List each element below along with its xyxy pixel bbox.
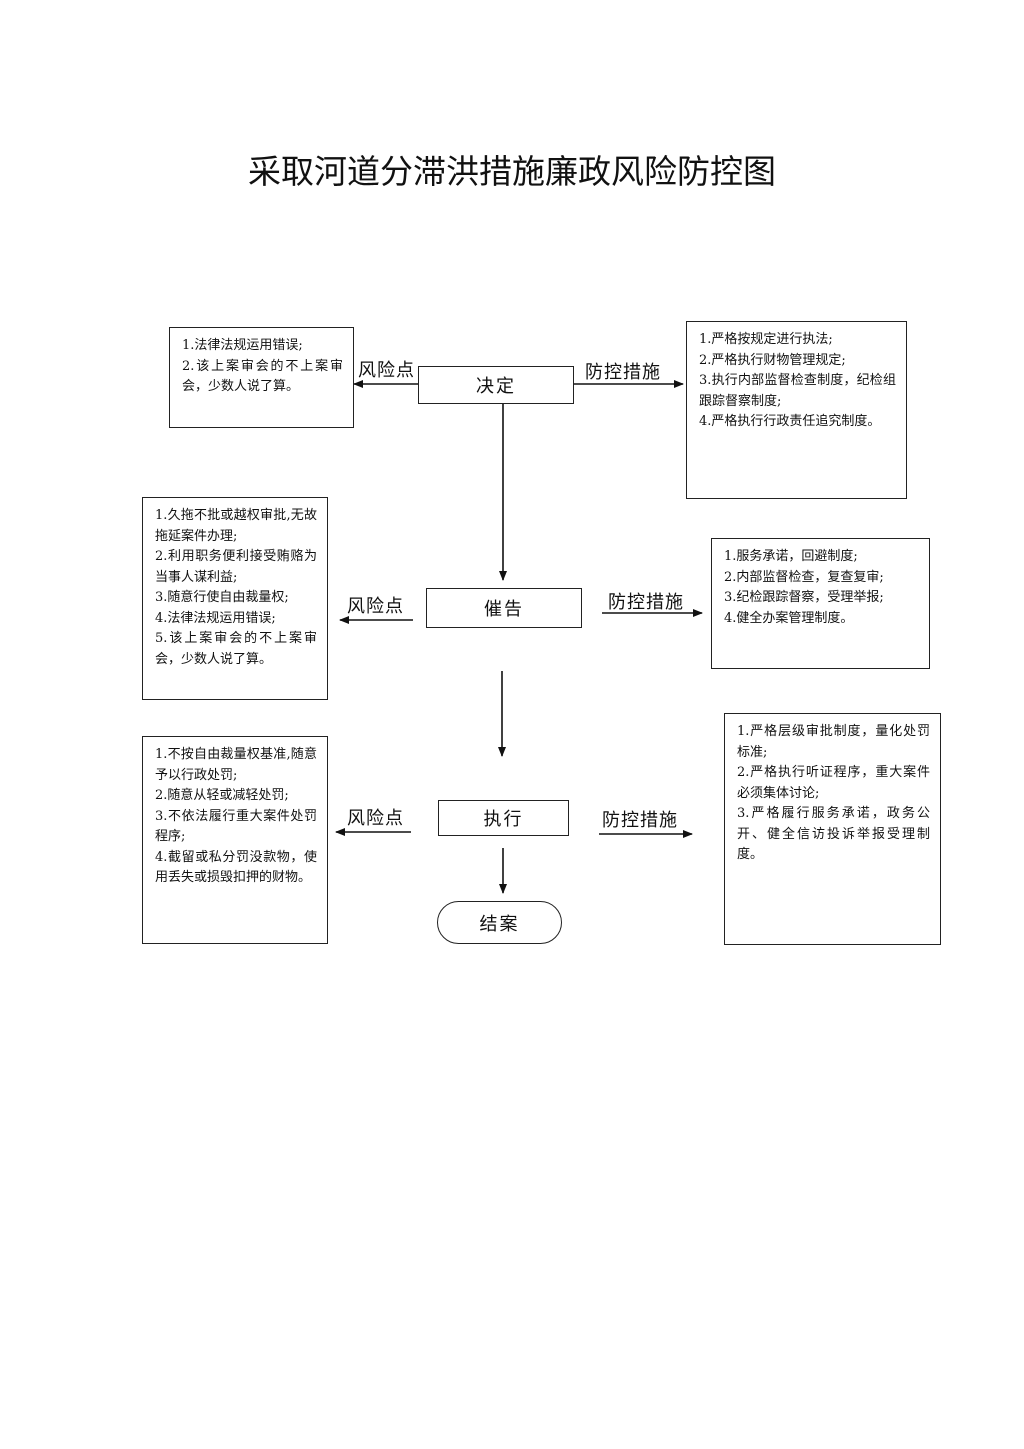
decision-risk-label: 风险点 <box>358 360 415 381</box>
execute-control-box: 1.严格层级审批制度，量化处罚标准; 2.严格执行听证程序，重大案件必须集体讨论… <box>724 713 941 945</box>
urge-control-box: 1.服务承诺，回避制度; 2.内部监督检查，复查复审; 3.纪检跟踪督察，受理举… <box>711 538 930 669</box>
decision-risk-item: 2.该上案审会的不上案审会，少数人说了算。 <box>182 358 343 395</box>
execute-risk-box: 1.不按自由裁量权基准,随意予以行政处罚; 2.随意从轻或减轻处罚; 3.不依法… <box>142 736 328 944</box>
execute-control-label: 防控措施 <box>602 810 678 831</box>
decision-control-box: 1.严格按规定进行执法; 2.严格执行财物管理规定; 3.执行内部监督检查制度，… <box>686 321 907 499</box>
decision-control-item: 2.严格执行财物管理规定; <box>699 352 846 368</box>
urge-risk-box: 1.久拖不批或越权审批,无故拖延案件办理; 2.利用职务便利接受贿赂为当事人谋利… <box>142 497 328 700</box>
urge-control-label: 防控措施 <box>608 592 684 613</box>
execute-risk-item: 4.截留或私分罚没款物，使用丢失或损毁扣押的财物。 <box>155 849 317 886</box>
urge-control-item: 4.健全办案管理制度。 <box>724 610 854 626</box>
execute-risk-item: 2.随意从轻或减轻处罚; <box>155 788 289 803</box>
decision-control-item: 1.严格按规定进行执法; <box>699 332 833 347</box>
execute-risk-item: 3.不依法履行重大案件处罚程序; <box>155 808 317 845</box>
urge-node: 催告 <box>426 588 582 628</box>
urge-risk-item: 3.随意行使自由裁量权; <box>155 590 289 605</box>
decision-risk-box: 1.法律法规运用错误; 2.该上案审会的不上案审会，少数人说了算。 <box>169 327 354 428</box>
urge-control-item: 1.服务承诺，回避制度; <box>724 549 858 564</box>
decision-control-label: 防控措施 <box>585 362 661 383</box>
execute-control-item: 1.严格层级审批制度，量化处罚标准; <box>737 724 930 760</box>
urge-control-item: 3.纪检跟踪督察，受理举报; <box>724 590 884 605</box>
urge-risk-label: 风险点 <box>347 596 404 617</box>
urge-control-item: 2.内部监督检查，复查复审; <box>724 569 884 585</box>
page-title: 采取河道分滞洪措施廉政风险防控图 <box>248 152 776 191</box>
execute-risk-item: 1.不按自由裁量权基准,随意予以行政处罚; <box>155 747 317 783</box>
decision-control-item: 3.执行内部监督检查制度，纪检组跟踪督察制度; <box>699 373 896 409</box>
decision-control-item: 4.严格执行行政责任追究制度。 <box>699 414 881 429</box>
execute-control-item: 3.严格履行服务承诺，政务公开、健全信访投诉举报受理制度。 <box>737 806 930 862</box>
execute-control-item: 2.严格执行听证程序，重大案件必须集体讨论; <box>737 765 930 801</box>
decision-node: 决定 <box>418 366 574 404</box>
execute-risk-label: 风险点 <box>347 808 404 829</box>
urge-risk-item: 5.该上案审会的不上案审会，少数人说了算。 <box>155 631 317 667</box>
close-node: 结案 <box>437 901 562 944</box>
execute-node: 执行 <box>438 800 569 836</box>
decision-risk-item: 1.法律法规运用错误; <box>182 338 303 353</box>
urge-risk-item: 2.利用职务便利接受贿赂为当事人谋利益; <box>155 549 317 585</box>
urge-risk-item: 4.法律法规运用错误; <box>155 610 276 626</box>
urge-risk-item: 1.久拖不批或越权审批,无故拖延案件办理; <box>155 508 317 544</box>
